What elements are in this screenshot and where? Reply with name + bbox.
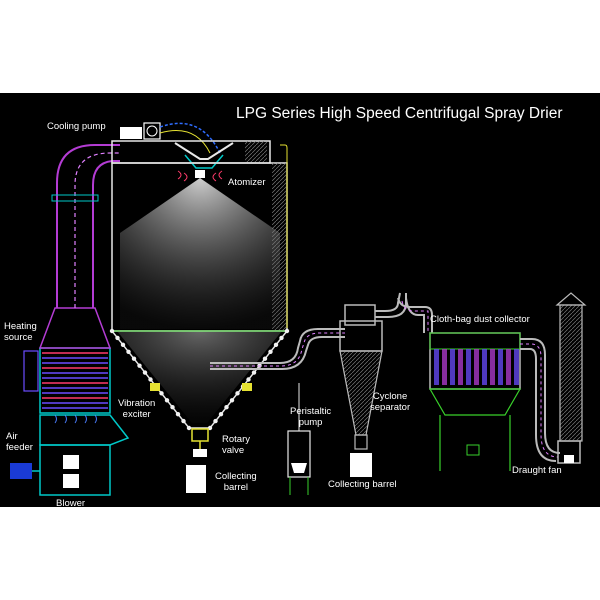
outlet-duct <box>210 144 345 370</box>
heating-source <box>23 307 112 414</box>
filter-bag <box>498 349 503 385</box>
peristaltic-pump <box>287 383 311 495</box>
filter-bag <box>458 349 463 385</box>
label-air-feeder: Air feeder <box>6 431 33 453</box>
cone-dot <box>207 425 213 431</box>
cone-dot <box>268 349 273 354</box>
filter-bag <box>482 349 487 385</box>
cone-dot <box>284 328 290 334</box>
cone-dot <box>235 391 240 396</box>
cone-dot <box>213 418 218 424</box>
filter-bag <box>466 349 471 385</box>
vibration-exciter <box>150 383 252 391</box>
exhaust-duct <box>520 338 561 462</box>
spray-drier-diagram <box>10 122 587 496</box>
cone-dot <box>273 342 279 348</box>
filter-bag <box>474 349 479 385</box>
cone-dot <box>218 411 224 417</box>
drying-chamber <box>110 162 289 429</box>
cone-dot <box>142 370 148 375</box>
draught-fan <box>555 292 587 464</box>
cone-dot <box>115 335 120 341</box>
cyclone-to-collector-duct <box>397 297 433 333</box>
label-collecting-barrel-1: Collecting barrel <box>215 471 257 493</box>
cone-dot <box>131 356 137 361</box>
cone-dot <box>120 342 126 348</box>
collecting-barrel-2 <box>350 453 372 477</box>
diagram-panel: LPG Series High Speed Centrifugal Spray … <box>0 93 600 507</box>
cyclone-separator <box>339 292 407 450</box>
label-cooling-pump: Cooling pump <box>47 121 106 132</box>
hot-air-duct <box>51 144 120 308</box>
cooling-pump <box>120 122 221 154</box>
label-blower: Blower <box>56 498 86 507</box>
cone-dot <box>181 418 186 424</box>
cone-dot <box>279 335 284 341</box>
rotary-valve <box>191 428 209 457</box>
air-feeder <box>39 414 130 446</box>
filter-bag <box>450 349 455 385</box>
label-draught-fan: Draught fan <box>512 465 562 476</box>
label-cloth-bag-dust-collector: Cloth-bag dust collector <box>430 314 530 325</box>
label-peristaltic-pump: Peristaltic pump <box>290 406 332 428</box>
diagram-title: LPG Series High Speed Centrifugal Spray … <box>236 105 563 122</box>
cone-dot <box>109 328 115 334</box>
label-atomizer: Atomizer <box>228 177 266 188</box>
filter-bag <box>490 349 495 385</box>
cone-dot <box>251 370 257 375</box>
cone-dot <box>224 405 229 410</box>
label-collecting-barrel-2: Collecting barrel <box>328 479 397 490</box>
cone-dot <box>148 377 153 382</box>
cone-dot <box>262 356 268 361</box>
collecting-barrel-1 <box>186 465 206 493</box>
cone-dot <box>186 425 192 431</box>
blower <box>10 444 111 496</box>
filter-bag <box>506 349 511 385</box>
label-vibration-exciter: Vibration exciter <box>118 398 156 420</box>
cloth-bag-dust-collector <box>428 332 522 471</box>
atomizer <box>177 170 223 182</box>
label-heating-source: Heating source <box>4 321 37 343</box>
cone-dot <box>175 411 181 417</box>
chamber-top <box>111 140 271 178</box>
cone-dot <box>137 363 142 368</box>
cone-dot <box>246 377 251 382</box>
filter-bag <box>514 349 519 385</box>
filter-bag <box>434 349 439 385</box>
cone-dot <box>170 405 175 410</box>
cone-dot <box>164 398 170 403</box>
cone-dot <box>159 391 164 396</box>
cone-dot <box>126 349 131 354</box>
cone-dot <box>229 398 235 403</box>
label-rotary-valve: Rotary valve <box>222 434 250 456</box>
filter-bag <box>442 349 447 385</box>
label-cyclone-separator: Cyclone separator <box>370 391 411 413</box>
